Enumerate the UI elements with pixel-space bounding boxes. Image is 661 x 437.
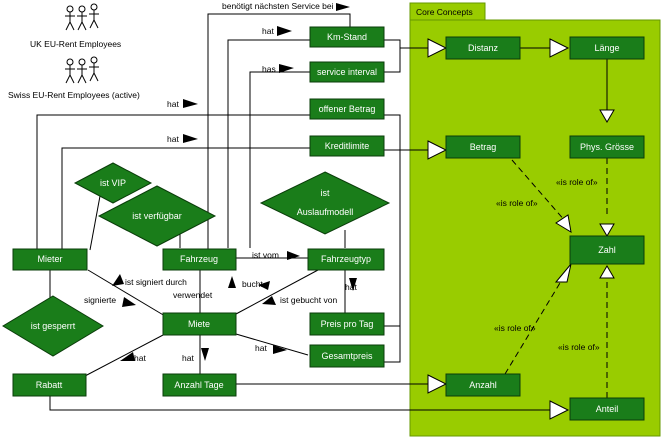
uk-employees-actor-group: UK EU-Rent Employees [30, 3, 121, 49]
svg-text:Mieter: Mieter [37, 254, 62, 264]
label-ist-signiert-durch: ist signiert durch [125, 277, 187, 287]
ist-gesperrt-diamond: ist gesperrt [2, 295, 104, 357]
node-phys-groesse: Phys. Grösse [569, 135, 645, 159]
svg-text:ist gesperrt: ist gesperrt [31, 321, 76, 331]
uk-employees-label: UK EU-Rent Employees [30, 39, 121, 49]
node-anzahl-tage: Anzahl Tage [162, 373, 237, 397]
label-role-phys: «is role of» [556, 177, 598, 187]
edge-rabatt-anteil [49, 396, 550, 411]
svg-text:ist verfügbar: ist verfügbar [132, 211, 182, 221]
svg-text:offener Betrag: offener Betrag [319, 104, 376, 114]
label-role-anteil: «is role of» [558, 342, 600, 352]
svg-text:Anzahl: Anzahl [469, 380, 497, 390]
ist-verfuegbar-diamond: ist verfügbar [97, 185, 217, 247]
label-ist-vom: ist vom [252, 250, 279, 260]
edge-vip [89, 195, 101, 251]
label-hat-gesamt: hat [255, 343, 267, 353]
node-rabatt: Rabatt [12, 373, 87, 397]
svg-text:Distanz: Distanz [468, 43, 499, 53]
node-anteil: Anteil [569, 397, 645, 421]
node-anzahl: Anzahl [445, 373, 521, 397]
edge-hat-offen [36, 114, 310, 250]
stick-figure-group-icon [65, 56, 99, 84]
svg-text:service interval: service interval [317, 67, 377, 77]
svg-text:Anzahl Tage: Anzahl Tage [174, 380, 223, 390]
label-verwendet: verwendet [173, 290, 213, 300]
label-hat-tage: hat [182, 353, 194, 363]
svg-text:ist VIP: ist VIP [100, 178, 126, 188]
stick-figure-group-icon [65, 3, 99, 31]
node-preis-pro-tag: Preis pro Tag [309, 312, 385, 336]
svg-text:Gesamtpreis: Gesamtpreis [321, 351, 373, 361]
svg-text:Kreditlimite: Kreditlimite [325, 141, 370, 151]
label-role-anzahl: «is role of» [494, 323, 536, 333]
node-zahl: Zahl [569, 235, 645, 265]
edge-km-distanz [384, 39, 428, 49]
core-concepts-panel: Core Concepts [409, 2, 661, 437]
label-hat-rabatt: hat [134, 353, 146, 363]
label-role-betrag: «is role of» [496, 198, 538, 208]
node-offener-betrag: offener Betrag [309, 98, 385, 120]
node-fahrzeugtyp: Fahrzeugtyp [307, 248, 385, 271]
svg-text:Rabatt: Rabatt [36, 380, 63, 390]
swiss-employees-actor-group: Swiss EU-Rent Employees (active) [8, 56, 140, 100]
svg-text:Zahl: Zahl [598, 245, 616, 255]
node-service-interval: service interval [309, 61, 385, 83]
svg-text:Phys. Grösse: Phys. Grösse [580, 142, 634, 152]
node-miete: Miete [162, 312, 237, 336]
svg-text:Preis pro Tag: Preis pro Tag [321, 319, 374, 329]
node-fahrzeug: Fahrzeug [162, 248, 237, 271]
edge-labels: benötigt nächsten Service bei hat has ha… [84, 1, 600, 363]
edge-betrag-zahl [511, 159, 567, 223]
node-kreditlimite: Kreditlimite [309, 135, 385, 157]
svg-text:Miete: Miete [188, 319, 210, 329]
core-concepts-title: Core Concepts [416, 7, 473, 17]
edge-hat-km [227, 39, 310, 248]
edge-fahrzeugtyp-miete [235, 269, 319, 315]
svg-text:Fahrzeugtyp: Fahrzeugtyp [321, 254, 371, 264]
edge-anzahl-zahl [504, 277, 564, 375]
edge-benoetigt [207, 13, 351, 257]
label-hat-km: hat [262, 26, 274, 36]
svg-text:Fahrzeug: Fahrzeug [180, 254, 218, 264]
svg-text:ist: ist [321, 188, 330, 198]
edge-mieter-miete [87, 269, 166, 317]
swiss-employees-label: Swiss EU-Rent Employees (active) [8, 90, 140, 100]
hollow-triangle-arrow-icon [427, 38, 615, 420]
svg-text:Anteil: Anteil [596, 404, 619, 414]
label-ist-gebucht-von: ist gebucht von [280, 295, 337, 305]
edge-hat-kredit [61, 147, 310, 250]
node-distanz: Distanz [445, 36, 521, 60]
node-laenge: Länge [569, 36, 645, 60]
edge-rabatt [84, 333, 166, 377]
label-has-si: has [262, 64, 276, 74]
node-km-stand: Km-Stand [309, 26, 385, 48]
edges [36, 13, 608, 411]
svg-text:Länge: Länge [594, 43, 619, 53]
node-gesamtpreis: Gesamtpreis [309, 344, 385, 368]
label-hat-kredit: hat [167, 134, 179, 144]
svg-text:Betrag: Betrag [470, 142, 497, 152]
edge-has-si [249, 71, 310, 248]
ist-auslaufmodell-diamond: ist Auslaufmodell [259, 171, 391, 235]
ist-vip-diamond: ist VIP [73, 162, 153, 204]
label-benoetigt: benötigt nächsten Service bei [222, 1, 334, 11]
svg-text:Km-Stand: Km-Stand [327, 32, 367, 42]
node-mieter: Mieter [12, 248, 88, 271]
label-hat-preis: hat [345, 282, 357, 292]
label-hat-offen: hat [167, 99, 179, 109]
edge-si-distanz [384, 48, 401, 73]
edge-offen-betrag [384, 114, 401, 363]
svg-text:Auslaufmodell: Auslaufmodell [297, 207, 354, 217]
filled-triangle-arrow-icon [112, 3, 357, 361]
label-signierte: signierte [84, 295, 116, 305]
label-bucht: bucht [242, 279, 263, 289]
edge-gesamt [235, 333, 309, 356]
node-betrag: Betrag [445, 135, 521, 159]
